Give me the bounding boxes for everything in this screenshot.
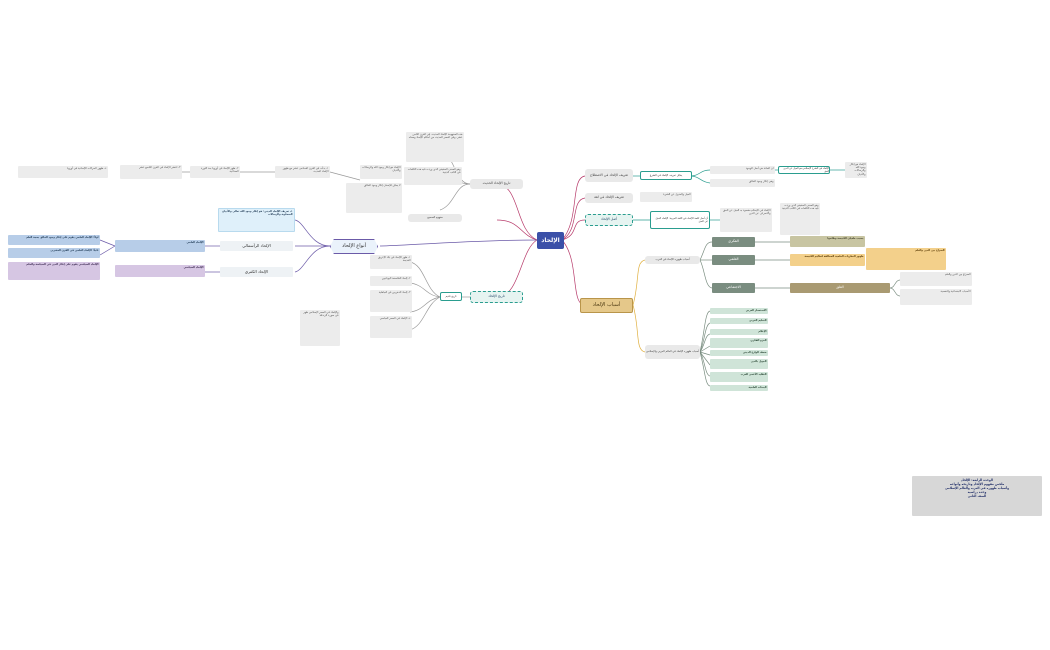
topic-ilhad-kufri[interactable]: الإلحاد الكفري [220, 267, 293, 277]
gharb-note-2: ظهور النظريات العلمية المخالفة لتعاليم ا… [790, 254, 865, 266]
ta3rif-lugha-def: الميل والعدول عن الشيء [640, 192, 692, 202]
gharb-1[interactable]: الفكري [712, 237, 755, 247]
asl-note: الإلحاد في الإسلام مقصود به الميل عن الح… [720, 208, 772, 232]
root-topic[interactable]: الإلحاد [537, 232, 564, 249]
ta3rif-short[interactable]: يقابل تعريف الإلحاد في الشرع [640, 171, 692, 180]
gharb-note-1: بسبب طغيان الكنيسة وظلمها [790, 236, 865, 247]
lav-side: الإلحاد السياسي [115, 265, 205, 277]
arab-8: البعثات العلمية [710, 385, 768, 391]
asl-def[interactable]: أن أصل كلمة الإلحاد في اللغة العربية: ال… [650, 211, 710, 229]
topic-tarikh-hadith[interactable]: تاريخ الإلحاد الحديث [470, 179, 523, 189]
gharb-2[interactable]: العلمي [712, 255, 755, 265]
note-left-b: ٢- ظهر الإلحاد في أوروبا بعد الثورة الصن… [190, 166, 240, 178]
gharb-3[interactable]: الاجتماعي [712, 283, 755, 293]
topic-sabab-gharb[interactable]: أسباب ظهوره الإلحاد في الغرب [645, 256, 700, 264]
topic-ta3rif-istilah[interactable]: تعريف الإلحاد في الاصطلاح [585, 169, 633, 182]
note-left-c: ٣- انتشر الإلحاد في القرن التاسع عشر [120, 165, 182, 179]
topic-asl-ilhad[interactable]: أصل الإلحاد [585, 214, 633, 226]
ta3rif-note-extra: الإلحاد هو إنكار وجود الله والرسالات وال… [845, 162, 867, 178]
gharb-note-3: الصراع بين الدين والعلم [900, 272, 972, 286]
arab-6: الجهل بالدين [710, 359, 768, 369]
topic-sabab-3alam[interactable]: أسباب ظهوره الإلحاد في العالم العربي وال… [645, 345, 700, 359]
arab-4: الغزو الفكري [710, 338, 768, 348]
note-top-4: لا يمكن للإنسان إنكار وجود الخالق [346, 183, 402, 213]
note-top-2: وهو المعنى الحقيقي الذي وردت فيه هذه الك… [404, 167, 462, 185]
ilhad-dini-def: ١- تعريف الإلحاد الديني: هو إنكار وجود ا… [218, 208, 295, 232]
gharb-note-2b: الصراع بين الدين والعلم [866, 248, 946, 270]
blues-2: ثانياً: الإلحاد العلمي في القرن العشرين [8, 248, 100, 258]
qadim-1: ١- ظهر الإلحاد في بلاد الإغريق القديمة [370, 255, 412, 269]
note-right-2: وهي إنكار وجود الخالق [710, 179, 775, 187]
gharb-tag[interactable]: القلق [790, 283, 890, 293]
summary-line-2: وأسباب ظهوره في الغرب والعالم الإسلامي [944, 486, 1010, 490]
arab-7: التقليد الأعمى للغرب [710, 372, 768, 382]
summary-box: الوحدة الرابعة: الإلحاد ملخص مفهوم الإلح… [912, 476, 1042, 516]
qadim-3: ٣- إلحاد الدهريين في الجاهلية [370, 290, 412, 312]
topic-tarikh-qadim[interactable]: تاريخ قديم [440, 292, 462, 301]
qadim-note: والإلحاد في العصر الإسلامي ظهر في صورة ا… [300, 310, 340, 346]
ta3rif-note[interactable]: الإلحاد في الشرع الإسلامي هو الميل عن ال… [778, 166, 830, 174]
arab-2: التعليم الغربي [710, 318, 768, 324]
qadim-2: ٢- إلحاد الفلاسفة اليونانيين [370, 276, 412, 286]
summary-title: الوحدة الرابعة: الإلحاد [961, 478, 993, 482]
note-left-d: ٤- ظهور الحركات الإلحادية في أوروبا [18, 166, 108, 178]
topic-anwa3[interactable]: أنواع الإلحاد [330, 239, 378, 254]
note-left-a: ١- بدأت في القرن السادس عشر مع ظهور الإل… [275, 166, 330, 178]
asl-note-2: وهو المعنى الحقيقي الذي وردت فيه هذه الك… [780, 203, 820, 235]
lav-1: الإلحاد السياسي يقوم على إنكار الدين في … [8, 262, 100, 280]
note-top-1: هذه المفهومة الإلحاد الحديث، في القرن ال… [406, 132, 464, 162]
arab-1: الاستعمار الغربي [710, 308, 768, 314]
topic-ta3rif-lugha[interactable]: تعريف الإلحاد في لغة [585, 193, 633, 203]
blues-1: أولاً: الإلحاد العلمي يقوم على إنكار وجو… [8, 235, 100, 245]
qadim-4: ٤- الإلحاد في العصر العباسي [370, 316, 412, 338]
note-right-1: ان المادة هي أصل الوجود [710, 166, 775, 174]
summary-line-3: وحدة دراسية [967, 490, 987, 494]
arab-5: ضعف الوازع الديني [710, 350, 768, 356]
summary-line-1: ملخص مفهوم الإلحاد وتاريخه وأنواعه [949, 482, 1005, 486]
note-top-3: الإلحاد هو إنكار وجود الله والرسالات وال… [360, 165, 402, 179]
topic-mafhum-sahih[interactable]: مفهوم الصحيح [408, 214, 462, 222]
blues-side: الإلحاد العلمي [115, 240, 205, 252]
gharb-note-4: الأسباب الاجتماعية والنفسية [900, 289, 972, 305]
arab-3: الإعلام [710, 329, 768, 335]
summary-line-4: الصف الثاني [967, 494, 987, 498]
topic-ilhad-ra2ri[interactable]: الإلحاد الرأسمالي [220, 241, 293, 251]
topic-tarikh-ilhad[interactable]: تاريخ الإلحاد [470, 291, 523, 303]
topic-asbab[interactable]: أسباب الإلحاد [580, 298, 633, 313]
